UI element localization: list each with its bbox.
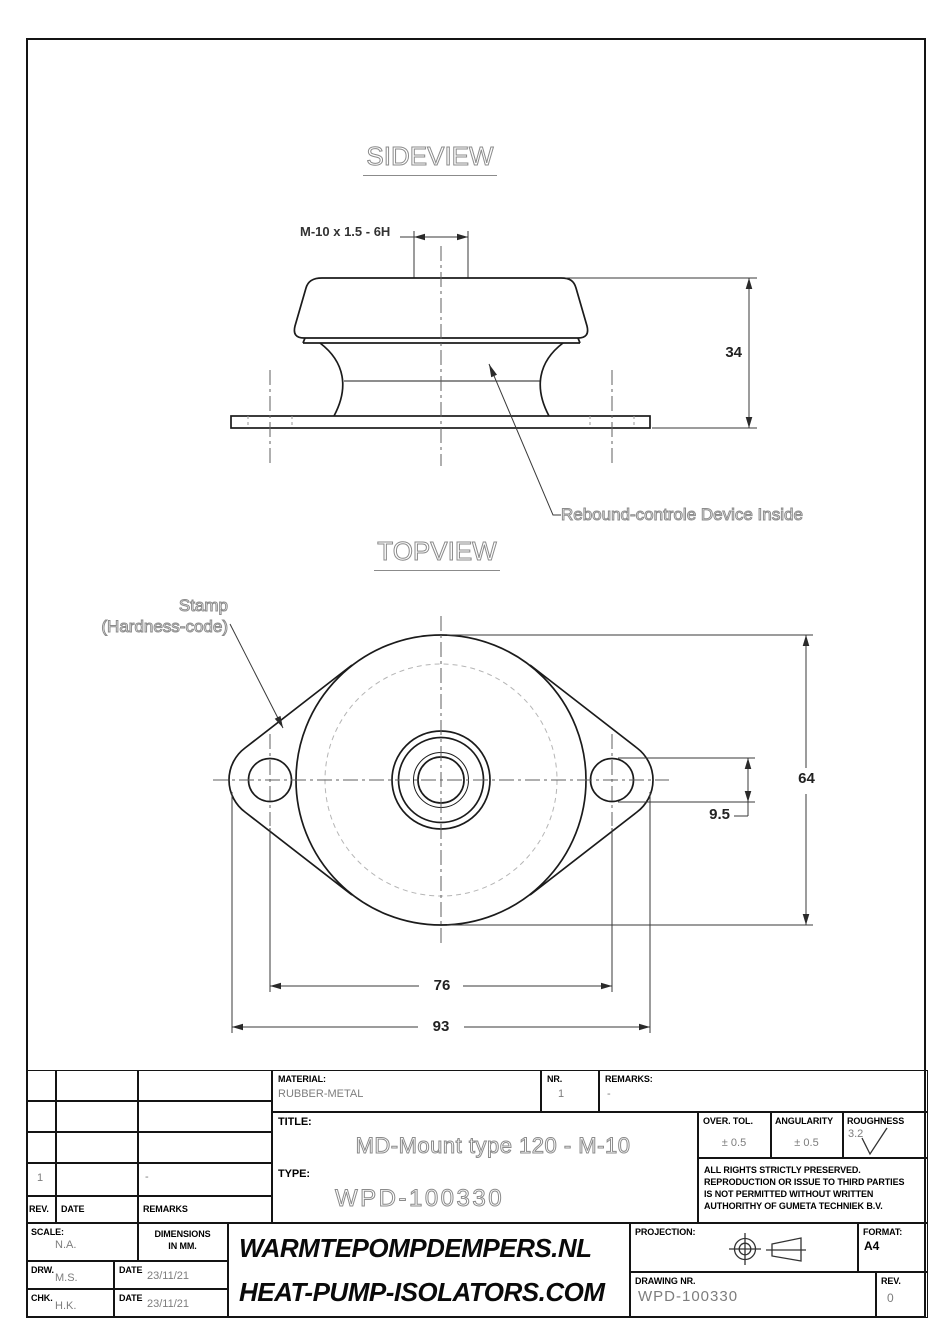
drw-date-cell: DATE 23/11/21 xyxy=(114,1261,228,1289)
rev-table-header-date: DATE xyxy=(56,1196,138,1223)
rev-table-cell xyxy=(56,1070,138,1101)
title-type-cell: TITLE: MD-Mount type 120 - M-10 TYPE: WP… xyxy=(272,1112,698,1223)
branding-cell: WARMTEPOMPDEMPERS.NL HEAT-PUMP-ISOLATORS… xyxy=(228,1223,630,1318)
rebound-callout: Rebound-controle Device Inside xyxy=(561,505,804,525)
rev-table-row1-date xyxy=(56,1163,138,1196)
dim-overall-93: 93 xyxy=(423,1018,459,1035)
drawing-title: MD-Mount type 120 - M-10 xyxy=(355,1133,631,1159)
brand-site-com: HEAT-PUMP-ISOLATORS.COM xyxy=(239,1277,605,1307)
format-cell: FORMAT: A4 xyxy=(858,1223,928,1272)
rev-table-cell xyxy=(26,1101,56,1132)
thread-spec-label: M-10 x 1.5 - 6H xyxy=(300,224,391,239)
dim-height-34: 34 xyxy=(712,344,742,361)
rights-line4: AUTHORITHY OF GUMETA TECHNIEK B.V. xyxy=(704,1201,883,1211)
angularity-cell: ANGULARITY ± 0.5 xyxy=(771,1112,843,1158)
dimensions-note-cell: DIMENSIONS IN MM. xyxy=(138,1223,228,1261)
drawing-nr-cell: DRAWING NR. WPD-100330 xyxy=(630,1272,876,1318)
projection-cell: PROJECTION: xyxy=(630,1223,858,1272)
rights-line2: REPRODUCTION OR ISSUE TO THIRD PARTIES xyxy=(704,1177,905,1187)
rights-cell: ALL RIGHTS STRICTLY PRESERVED. REPRODUCT… xyxy=(698,1158,928,1223)
remarks-cell: REMARKS: - xyxy=(599,1070,928,1112)
rev-table-cell xyxy=(138,1101,272,1132)
chk-cell: CHK. H.K. xyxy=(26,1289,114,1318)
rev-table-cell xyxy=(56,1101,138,1132)
chk-date-cell: DATE 23/11/21 xyxy=(114,1289,228,1318)
drawing-type: WPD-100330 xyxy=(334,1185,505,1213)
roughness-cell: ROUGHNESS 3.2 xyxy=(843,1112,928,1158)
dim-hole-9-5: 9.5 xyxy=(709,806,730,823)
nr-cell: NR. 1 xyxy=(541,1070,599,1112)
rev-cell: REV. 0 xyxy=(876,1272,928,1318)
rev-table-cell xyxy=(138,1070,272,1101)
scale-cell: SCALE: N.A. xyxy=(26,1223,138,1261)
stamp-callout-line2: (Hardness-code) xyxy=(101,617,229,637)
stamp-callout: Stamp (Hardness-code) xyxy=(60,595,229,637)
brand-site-nl: WARMTEPOMPDEMPERS.NL xyxy=(239,1233,592,1263)
rev-table-header-remarks: REMARKS xyxy=(138,1196,272,1223)
drw-cell: DRW. M.S. xyxy=(26,1261,114,1289)
dim-diameter-64: 64 xyxy=(790,770,823,787)
rev-table-cell xyxy=(26,1070,56,1101)
rev-table-cell xyxy=(26,1132,56,1163)
rev-table-cell xyxy=(138,1132,272,1163)
rev-table-header-rev: REV. xyxy=(26,1196,56,1223)
rev-table-row1-rev: 1 xyxy=(26,1163,56,1196)
rights-line1: ALL RIGHTS STRICTLY PRESERVED. xyxy=(704,1165,861,1175)
sideview-title: SIDEVIEW xyxy=(315,141,545,176)
rev-table-row1-remarks: - xyxy=(138,1163,272,1196)
topview-title: TOPVIEW xyxy=(322,536,552,571)
stamp-callout-line1: Stamp xyxy=(178,596,228,616)
rights-line3: IS NOT PERMITTED WITHOUT WRITTEN xyxy=(704,1189,874,1199)
over-tol-cell: OVER. TOL. ± 0.5 xyxy=(698,1112,771,1158)
rev-table-cell xyxy=(56,1132,138,1163)
material-cell: MATERIAL: RUBBER-METAL xyxy=(272,1070,541,1112)
dim-pitch-76: 76 xyxy=(424,977,460,994)
